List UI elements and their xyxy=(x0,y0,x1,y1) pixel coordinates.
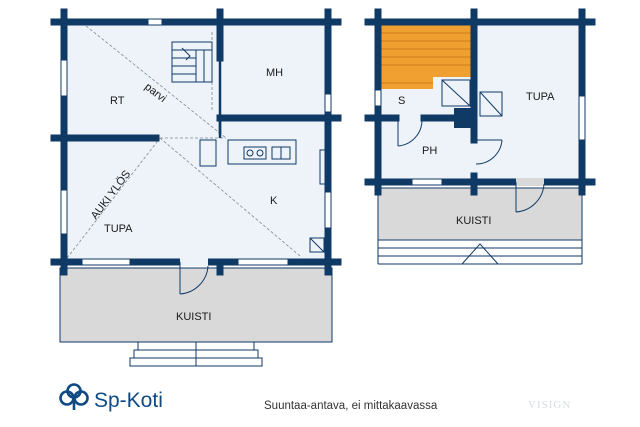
porch-area xyxy=(59,267,333,343)
label-tupa-sauna: TUPA xyxy=(526,91,555,103)
label-mh: MH xyxy=(266,67,283,79)
plan-main-cottage: RT MH parvi AUKI YLÖS TUPA K KUISTI xyxy=(50,8,342,367)
watermark: VISIGN xyxy=(528,399,571,411)
label-kuisti-main: KUISTI xyxy=(176,311,211,323)
porch-steps-sauna xyxy=(377,240,583,265)
label-tupa-main: TUPA xyxy=(104,223,133,235)
staircase xyxy=(171,41,213,83)
sauna-stove xyxy=(441,79,503,128)
porch-steps xyxy=(129,341,263,367)
label-ph: PH xyxy=(422,145,437,157)
label-s: S xyxy=(398,95,405,107)
brand-logo: Sp-Koti xyxy=(59,383,163,412)
logo-tree-icon xyxy=(59,383,89,410)
caption-disclaimer: Suuntaa-antava, ei mittakaavassa xyxy=(264,400,438,412)
windows-sauna xyxy=(374,89,586,186)
windows xyxy=(60,18,332,266)
porch-area-sauna xyxy=(377,187,583,241)
brand-name: Sp-Koti xyxy=(94,389,163,412)
kitchen-counter xyxy=(199,139,329,253)
entrance-door xyxy=(179,258,209,295)
interior-walls xyxy=(60,18,332,142)
label-rt: RT xyxy=(110,95,125,107)
plan-sauna-building: S TUPA PH KUISTI xyxy=(364,8,596,265)
label-k: K xyxy=(270,195,278,207)
sauna-bench xyxy=(381,25,473,89)
doors-sauna xyxy=(397,119,545,213)
label-kuisti-sauna: KUISTI xyxy=(456,215,491,227)
